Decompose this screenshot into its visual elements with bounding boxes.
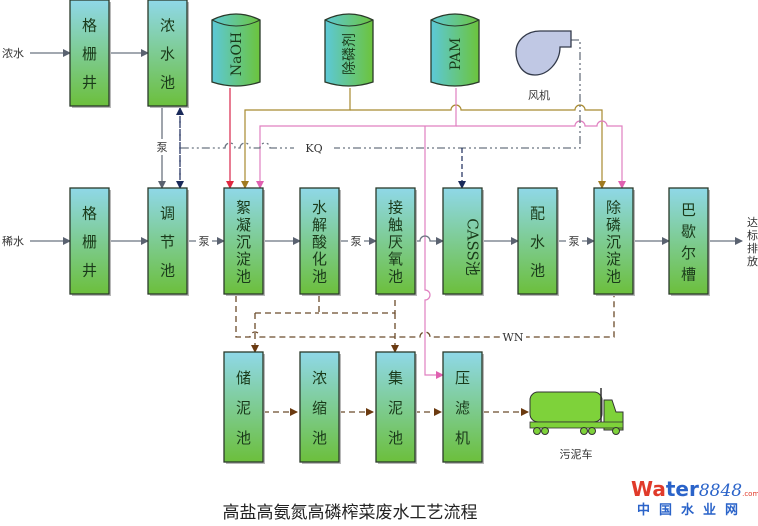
air-line-label: KQ (305, 142, 322, 155)
svg-text:放: 放 (747, 254, 758, 268)
pam-to-filter-press-line (424, 126, 444, 379)
tank-pam: PAM (430, 13, 480, 87)
box-label: 除磷沉淀池 (606, 199, 621, 286)
box-thicken[interactable]: 浓缩池 (299, 351, 341, 464)
logo-chinese-name: 中国水业网 (637, 502, 747, 518)
fan-icon (515, 30, 572, 76)
logo-brand-b: ter (666, 477, 699, 501)
svg-text:标: 标 (747, 228, 758, 242)
water8848-logo[interactable]: Water8848.com 中国水业网 (631, 477, 758, 518)
tank-label: NaOH (229, 32, 245, 76)
logo-brand-num: 8848 (699, 481, 742, 501)
box-label: 压滤机 (455, 369, 470, 447)
svg-text:Water8848.com: Water8848.com (631, 477, 758, 501)
svg-text:排: 排 (747, 241, 758, 255)
air-line (180, 39, 581, 149)
box-label: 水解酸化池 (312, 199, 327, 286)
box-label: 絮凝沉淀池 (236, 199, 251, 286)
pump-label: 泵 (351, 235, 362, 248)
fan-label: 风机 (528, 88, 550, 102)
box-floc[interactable]: 絮凝沉淀池 (223, 187, 265, 296)
sludge-truck-label: 污泥车 (560, 447, 593, 461)
box-label: 巴歇尔槽 (681, 201, 696, 284)
box-grid2[interactable]: 格栅井 (69, 187, 111, 296)
box-grid1[interactable]: 格栅井 (69, 0, 111, 108)
tank-naoh: NaOH (211, 13, 261, 87)
box-label: 调节池 (160, 204, 175, 279)
box-equalize[interactable]: 调节池 (147, 187, 189, 296)
tank-label: 除磷剂 (342, 33, 358, 75)
box-label: 集泥池 (388, 369, 403, 447)
box-label: 接触厌氧池 (388, 199, 403, 286)
phos-agent-line-right (350, 104, 606, 189)
logo-brand-a: Wa (631, 477, 666, 501)
box-label: 浓水池 (160, 16, 175, 91)
box-parshall[interactable]: 巴歇尔槽 (668, 187, 710, 296)
box-label: 格栅井 (82, 16, 97, 91)
phos-agent-line (241, 88, 351, 189)
tank-phos: 除磷剂 (324, 13, 374, 87)
logo-brand-com: .com (742, 490, 758, 498)
box-hydrolysis[interactable]: 水解酸化池 (299, 187, 341, 296)
box-cass[interactable]: CASS池 (442, 187, 484, 296)
box-phos-removal[interactable]: 除磷沉淀池 (593, 187, 635, 296)
box-distribution[interactable]: 配水池 (517, 187, 559, 296)
diagram-title: 高盐高氨氮高磷榨菜废水工艺流程 (223, 503, 478, 523)
box-label: CASS池 (464, 218, 482, 276)
sludge-truck-icon (529, 388, 624, 435)
sludge-line-label: WN (503, 331, 524, 344)
box-label: 格栅井 (82, 204, 97, 279)
box-conc-pool[interactable]: 浓水池 (147, 0, 189, 108)
pump-label: 泵 (569, 235, 580, 248)
box-label: 浓缩池 (312, 369, 327, 447)
dilute-inlet-label: 稀水 (2, 235, 24, 248)
box-sludge-store[interactable]: 储泥池 (223, 351, 265, 464)
concentrate-inlet-label: 浓水 (2, 47, 24, 60)
pump-label: 泵 (199, 235, 210, 248)
sludge-lines (235, 296, 615, 416)
box-anaerobic[interactable]: 接触厌氧池 (375, 187, 417, 296)
tank-label: PAM (448, 38, 464, 71)
box-label: 储泥池 (236, 369, 251, 447)
box-filter-press[interactable]: 压滤机 (442, 351, 484, 464)
pam-dosing-line-right (456, 120, 626, 189)
pump-label: 泵 (157, 141, 168, 154)
flow-arrow (415, 235, 444, 245)
svg-text:达: 达 (747, 216, 758, 229)
pam-dosing-line (256, 88, 457, 189)
box-label: 配水池 (530, 204, 545, 279)
box-sludge-collect[interactable]: 集泥池 (375, 351, 417, 464)
